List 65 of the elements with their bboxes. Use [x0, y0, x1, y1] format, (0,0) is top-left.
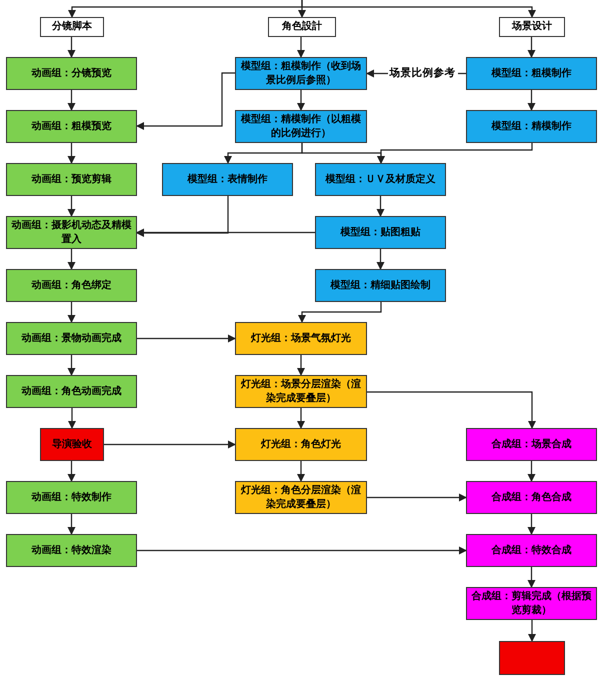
arrow	[528, 567, 536, 588]
arrow	[104, 440, 236, 448]
arrow	[68, 37, 76, 58]
arrow	[136, 196, 229, 237]
process-box: 合成组：特效合成	[466, 534, 597, 567]
arrow	[297, 37, 305, 58]
arrow	[528, 514, 536, 535]
arrow	[68, 461, 76, 482]
arrow	[376, 196, 384, 217]
arrow	[68, 355, 76, 376]
arrow	[377, 143, 533, 164]
arrow	[301, 0, 536, 18]
process-box: 模型组：精模制作（以粗模的比例进行）	[235, 110, 367, 143]
process-box: 模型组：粗模制作	[466, 57, 597, 90]
process-box: 合成组：场景合成	[466, 428, 597, 461]
arrow	[68, 143, 76, 164]
process-box: 动画组：景物动画完成	[6, 322, 137, 355]
arrow	[298, 302, 382, 323]
process-box: 模型组：精模制作	[466, 110, 597, 143]
process-box: 导演验收	[40, 428, 104, 461]
arrow	[528, 90, 536, 111]
arrow	[528, 461, 536, 482]
process-box: 灯光组：场景气氛灯光	[235, 322, 367, 355]
arrow	[68, 408, 76, 429]
process-box: 动画组：特效渲染	[6, 534, 137, 567]
arrow	[528, 620, 536, 642]
arrow	[367, 391, 536, 429]
process-box: 动画组：分镜预览	[6, 57, 137, 90]
process-box: 模型组：贴图粗贴	[315, 216, 446, 249]
process-box: 灯光组：角色分层渲染（渲染完成要叠层）	[235, 481, 367, 514]
arrow	[297, 355, 305, 376]
header-box: 角色設計	[268, 17, 336, 37]
arrow	[68, 196, 76, 217]
process-box: 模型组：ＵＶ及材质定义	[315, 163, 446, 196]
process-box: 动画组：粗模预览	[6, 110, 137, 143]
arrow	[68, 302, 76, 323]
process-box: 合成组：角色合成	[466, 481, 597, 514]
process-box: 模型组：表情制作	[162, 163, 293, 196]
arrow	[367, 494, 467, 502]
edge-label: 场景比例参考	[388, 67, 458, 80]
arrow	[376, 249, 384, 270]
process-box: 模型组：粗模制作（收到场景比例后参照）	[235, 57, 367, 90]
arrow	[68, 249, 76, 270]
header-box: 分镜脚本	[40, 17, 104, 37]
arrow	[297, 461, 305, 482]
arrow	[136, 228, 315, 236]
arrow	[137, 334, 236, 342]
arrow	[68, 514, 76, 535]
process-box: 灯光组：场景分层渲染（渲染完成要叠层）	[235, 375, 367, 408]
arrow	[297, 408, 305, 429]
process-box: 模型组：精细贴图绘制	[315, 269, 446, 302]
empty-box	[499, 641, 565, 675]
process-box: 灯光组：角色灯光	[235, 428, 367, 461]
arrow	[136, 72, 235, 130]
process-box: 合成组：剪辑完成（根据预览剪裁）	[466, 587, 597, 620]
process-box: 动画组：摄影机动态及精模置入	[6, 216, 137, 249]
process-box: 动画组：预览剪辑	[6, 163, 137, 196]
process-box: 动画组：特效制作	[6, 481, 137, 514]
header-box: 场景设计	[499, 17, 565, 37]
process-box: 动画组：角色动画完成	[6, 375, 137, 408]
arrow	[528, 37, 536, 58]
arrow	[68, 90, 76, 111]
arrow	[297, 90, 305, 111]
process-box: 动画组：角色绑定	[6, 269, 137, 302]
arrow	[137, 546, 467, 554]
